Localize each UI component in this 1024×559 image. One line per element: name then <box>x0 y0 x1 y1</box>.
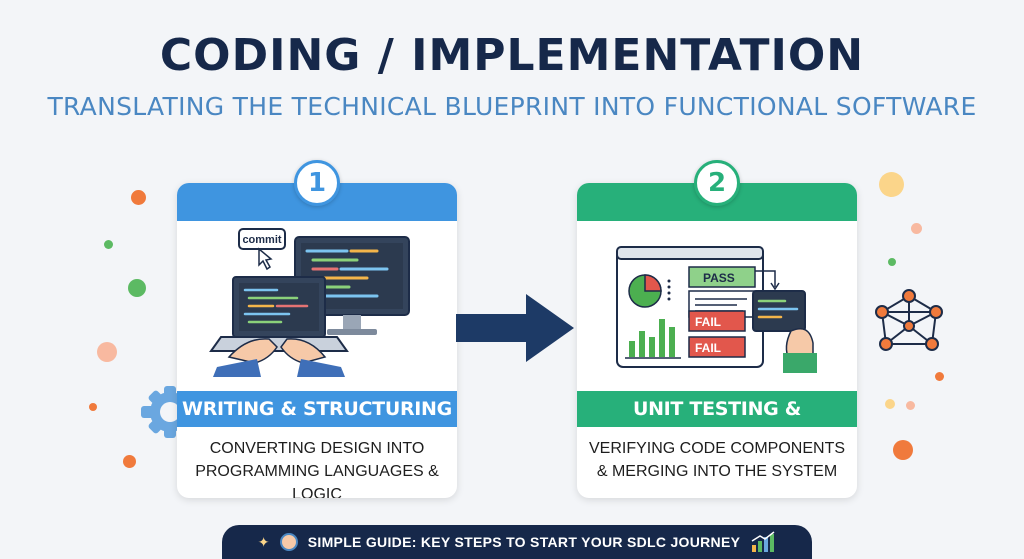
coding-illustration: commit <box>209 228 410 377</box>
network-icon <box>875 289 943 351</box>
decor-dot <box>89 403 97 411</box>
decor-dot <box>885 399 895 409</box>
testing-illustration: PASS FAIL FAIL <box>616 246 817 373</box>
fail-label: FAIL <box>695 341 721 355</box>
step-description-line: & MERGING INTO THE SYSTEM <box>596 463 838 480</box>
step-number-badge: 2 <box>694 160 740 206</box>
decor-dot <box>893 440 913 460</box>
step-description-line: VERIFYING CODE COMPONENTS <box>588 440 846 457</box>
step-description: CONVERTING DESIGN INTO PROGRAMMING LANGU… <box>177 437 457 498</box>
person-icon <box>279 533 298 551</box>
chart-up-icon <box>751 531 775 552</box>
step-card-1: commit WRITING & STRUCTURING CODE CONVER… <box>177 183 457 498</box>
step-card-2: PASS FAIL FAIL UNIT TESTING & INTEGRATIO… <box>577 183 857 498</box>
pass-label: PASS <box>703 271 735 285</box>
commit-label: commit <box>242 234 281 246</box>
decor-dot <box>128 279 146 297</box>
fail-label: FAIL <box>695 315 721 329</box>
sparkle-icon: ✦ <box>257 533 270 550</box>
step-label: WRITING & STRUCTURING CODE <box>177 391 457 456</box>
page-subtitle: TRANSLATING THE TECHNICAL BLUEPRINT INTO… <box>47 92 977 121</box>
footer-text: SIMPLE GUIDE: KEY STEPS TO START YOUR SD… <box>307 534 741 550</box>
step-description-line: PROGRAMMING LANGUAGES & LOGIC <box>195 463 439 498</box>
step-number-badge: 1 <box>294 160 340 206</box>
decor-dot <box>906 401 915 410</box>
step-description-line: CONVERTING DESIGN INTO <box>209 440 425 457</box>
step-description: VERIFYING CODE COMPONENTS & MERGING INTO… <box>577 437 857 483</box>
decor-dot <box>935 372 944 381</box>
footer-banner: ✦ SIMPLE GUIDE: KEY STEPS TO START YOUR … <box>222 525 812 559</box>
decor-dot <box>911 223 922 234</box>
step-label: UNIT TESTING & INTEGRATION <box>577 391 857 456</box>
decor-dot <box>123 455 136 468</box>
decor-dot <box>97 342 117 362</box>
decor-dot <box>131 190 146 205</box>
decor-dot <box>104 240 113 249</box>
arrow-right-icon <box>456 294 574 362</box>
decor-dot <box>879 172 904 197</box>
page-title: CODING / IMPLEMENTATION <box>159 30 865 81</box>
decor-dot <box>888 258 896 266</box>
